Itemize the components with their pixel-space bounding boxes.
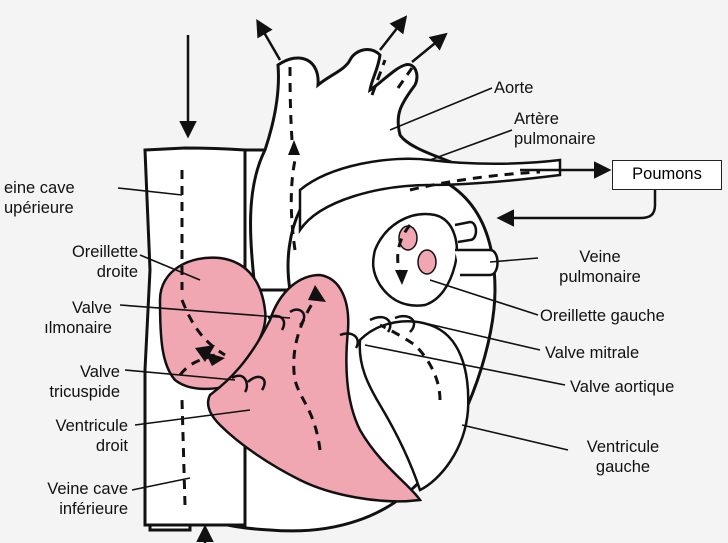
label-oreillette-droite: Oreillette droite [8, 242, 138, 282]
label-oreillette-gauche: Oreillette gauche [540, 306, 665, 326]
label-valve-aortique: Valve aortique [570, 377, 674, 397]
label-veine-cave-inferieure: Veine cave inférieure [4, 479, 128, 519]
label-artere-pulmonaire: Artère pulmonaire [514, 109, 596, 149]
arrow-aorta-out-1 [258, 22, 280, 60]
label-valve-pulmonaire: Valve ılmonaire [0, 298, 112, 338]
label-valve-mitrale: Valve mitrale [545, 343, 639, 363]
label-veine-cave-superieure: eine cave upérieure [4, 178, 75, 218]
label-ventricule-gauche: Ventricule gauche [568, 437, 678, 477]
label-veine-pulmonaire: Veine pulmonaire [540, 247, 660, 287]
arrow-aorta-out-2 [380, 18, 405, 50]
label-aorte: Aorte [494, 78, 533, 98]
label-poumons: Poumons [612, 160, 722, 190]
label-ventricule-droit: Ventricule droit [6, 416, 128, 456]
label-valve-tricuspide: Valve tricuspide [0, 362, 120, 402]
pulmonary-vein-opening [418, 250, 436, 274]
arrow-from-lungs [500, 190, 655, 218]
pulmonary-vein [455, 222, 476, 242]
leader-artere [430, 130, 512, 160]
leader-ventricule-gauche [462, 425, 568, 450]
arrow-aorta-out-3 [412, 35, 445, 62]
